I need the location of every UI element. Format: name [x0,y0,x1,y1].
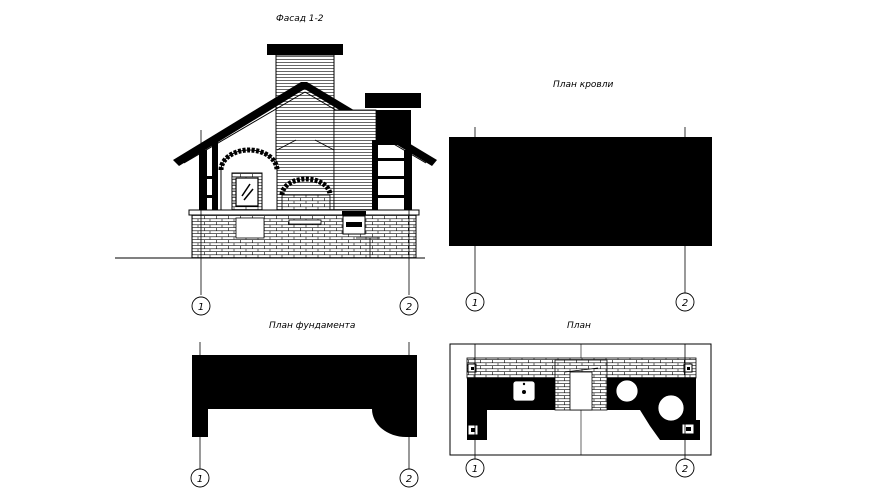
foundation-plan-title: План фундамента [269,321,356,331]
base-brick-wall [191,211,417,259]
axis-bubble-foundation-2: 2 [399,468,419,488]
counter-top [188,209,420,216]
post-right-outer [404,150,412,215]
svg-text:1: 1 [197,474,203,485]
post-left-outer [199,150,207,215]
svg-text:2: 2 [406,302,412,313]
grill-arch [279,176,333,196]
axis-bubble-foundation-1: 1 [190,468,210,488]
facade-title: Фасад 1-2 [276,14,324,24]
right-chimney-cap [365,93,421,108]
svg-text:2: 2 [406,474,412,485]
round-oven-1 [615,379,639,403]
floor-plan-title: План [567,321,591,331]
foundation-shape [192,355,417,437]
axis-bubble-roof-2: 2 [675,292,695,312]
roof-plan-shape [449,137,712,246]
axis-bubble-roof-1: 1 [465,292,485,312]
svg-text:1: 1 [198,302,204,313]
svg-text:1: 1 [472,298,478,309]
main-chimney-cap [267,44,343,55]
roof-plan-title: План кровли [553,80,614,90]
svg-text:2: 2 [682,464,688,475]
axis-bubble-plan-2: 2 [675,458,695,478]
roof-left-slope [173,82,308,166]
svg-text:1: 1 [472,464,478,475]
main-chimney [275,54,335,216]
svg-text:2: 2 [682,298,688,309]
axis-bubble-facade-1: 1 [191,296,211,316]
axis-bubble-facade-2: 2 [399,296,419,316]
axis-bubble-plan-1: 1 [465,458,485,478]
round-oven-2 [657,394,685,422]
facade-elevation [115,44,437,259]
oven-door [235,177,259,207]
post-right-inner [372,140,378,215]
floor-plan [449,343,712,456]
